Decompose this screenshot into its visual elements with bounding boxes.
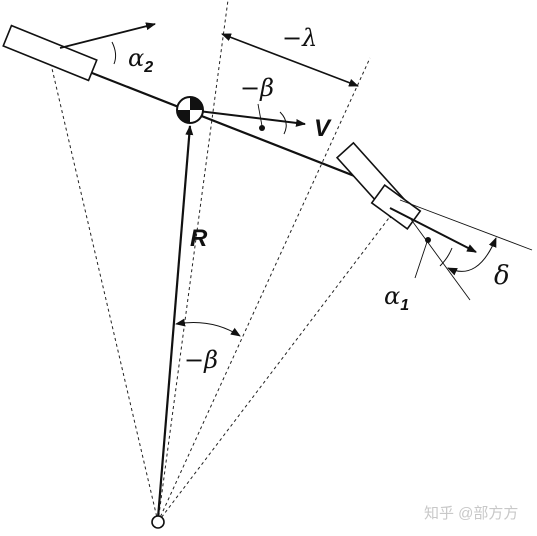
center-of-gravity-icon [176, 96, 204, 124]
cg-velocity-arrow [189, 109, 306, 127]
lambda-dimension-arrow [221, 33, 359, 87]
rear-tire [2, 24, 98, 82]
label-R: R [190, 225, 208, 252]
label-neg-lambda: −λ [282, 24, 317, 52]
watermark-text: 知乎 @部方方 [424, 505, 518, 522]
alpha2-angle-arc [111, 41, 117, 65]
dashed-line-front-wheel [157, 209, 396, 523]
dashed-line-rear-wheel [49, 59, 159, 523]
label-delta: δ [494, 261, 510, 291]
front-wheel-axis-line [409, 217, 471, 301]
instantaneous-center-marker [151, 515, 165, 529]
dashed-line-velocity-normal [157, 57, 371, 523]
alpha1-angle-arc [439, 247, 453, 267]
alpha1-angle-dot [425, 237, 431, 243]
dashed-line-cg-ref [157, 0, 229, 523]
radius-vector-R [156, 125, 194, 519]
beta-angle-arc-cg [279, 111, 287, 135]
label-neg-beta-top: −β [240, 74, 274, 102]
front-tire-velocity-arrow [389, 207, 477, 253]
rear-tire-velocity-arrow [59, 22, 156, 49]
beta-angle-arc-bottom [175, 318, 241, 337]
label-alpha2: α2 [128, 44, 153, 76]
beta-angle-dot [259, 125, 265, 131]
label-neg-beta-bottom: −β [184, 346, 218, 374]
label-alpha1: α1 [384, 282, 409, 314]
delta-angle-arc [447, 237, 497, 276]
front-wheel-heading-line [399, 199, 533, 251]
alpha1-leader-line [414, 241, 428, 279]
beta-leader-line [257, 103, 263, 127]
label-V: V [314, 115, 332, 142]
